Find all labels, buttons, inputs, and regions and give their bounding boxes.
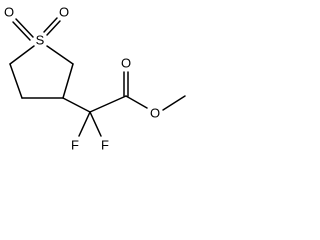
atom-oxygen-carbonyl: O <box>121 56 131 71</box>
atom-oxygen-ester: O <box>150 106 160 121</box>
atom-fluorine-left: F <box>71 138 79 153</box>
bond-c-o-ester <box>125 95 148 109</box>
bond-o-methyl <box>162 95 186 111</box>
chemical-structure: S O O O O F F <box>4 5 186 153</box>
bond-cf2-f-right <box>89 111 102 137</box>
bond-c2-c3 <box>9 63 23 99</box>
atom-oxygen-sulfonyl-left: O <box>4 5 14 20</box>
bond-s-o-left-a <box>15 18 34 38</box>
bond-s-o-right-a <box>43 17 58 33</box>
atom-oxygen-sulfonyl-right: O <box>59 5 69 20</box>
atom-sulfur: S <box>36 33 45 48</box>
bond-s-o-right-b <box>46 20 61 36</box>
bond-cf2-f-left <box>78 111 91 137</box>
bond-c4-c5 <box>62 63 74 99</box>
atom-fluorine-right: F <box>101 138 109 153</box>
bond-c4-cf2 <box>62 97 91 113</box>
bond-cf2-carbonyl-c <box>89 95 127 113</box>
bond-s-c2 <box>9 45 35 65</box>
bond-s-o-left-b <box>12 21 31 41</box>
bond-c5-s <box>46 45 74 65</box>
